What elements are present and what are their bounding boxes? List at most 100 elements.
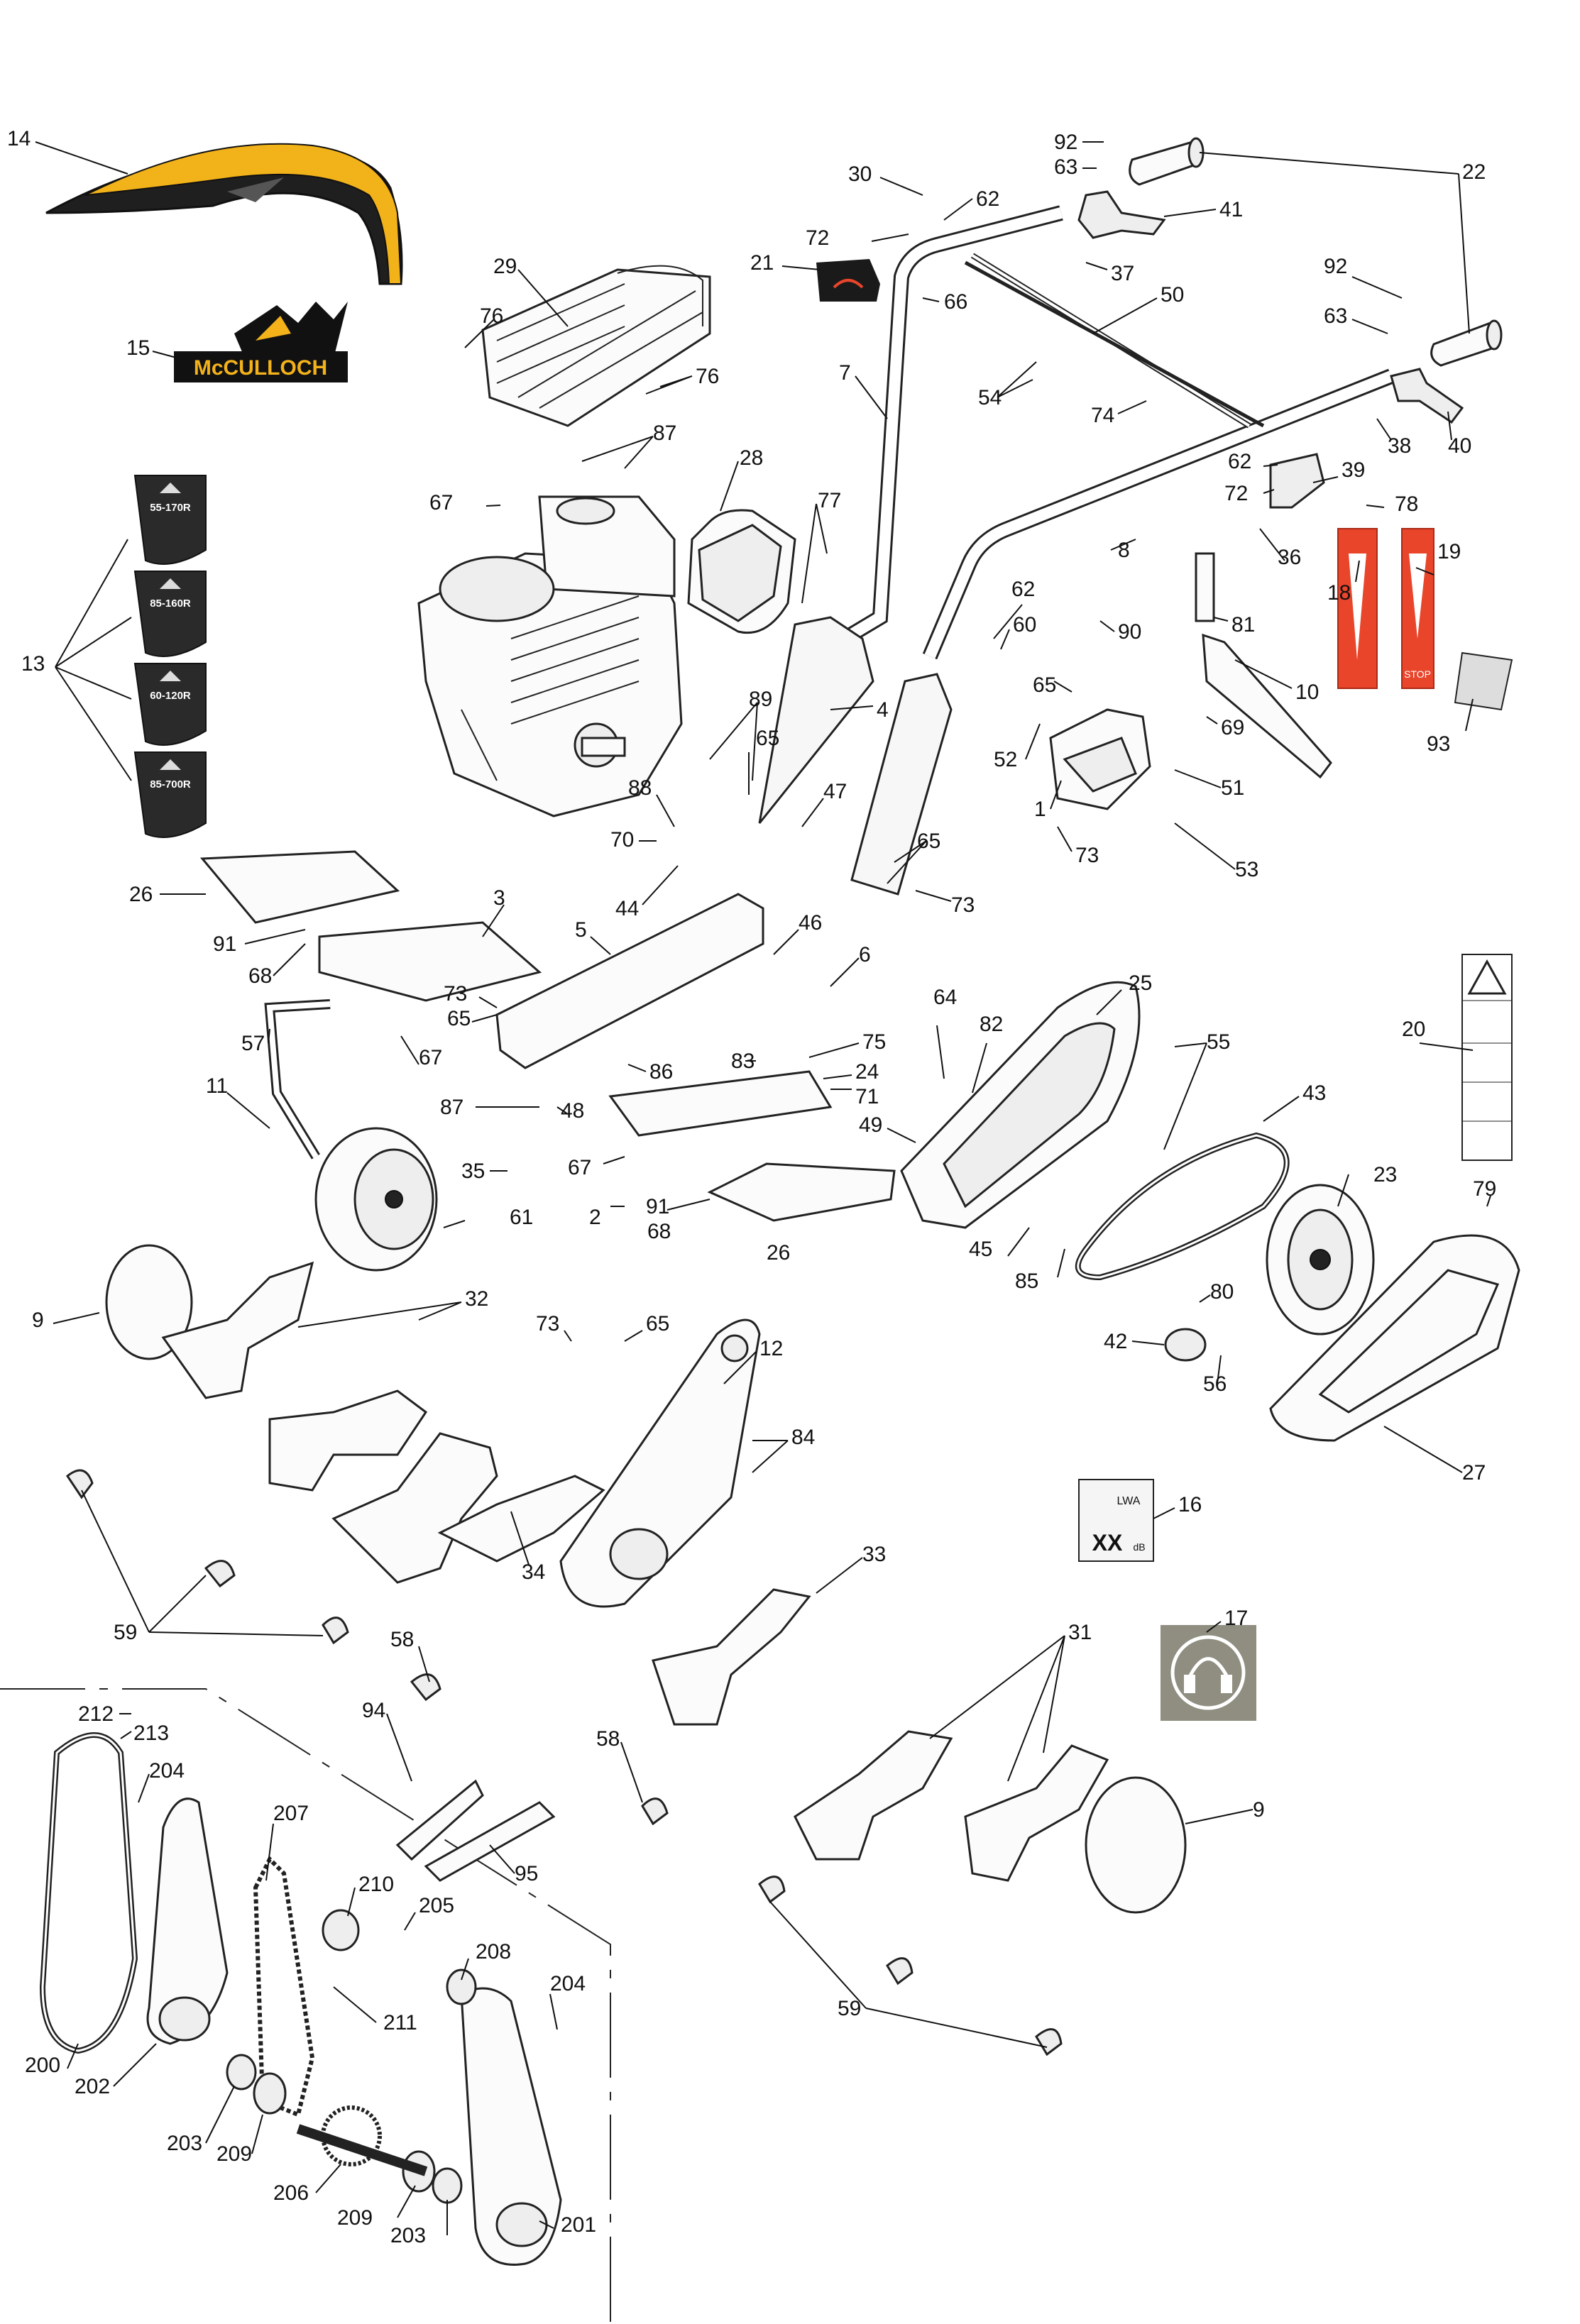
callout: 91	[646, 1195, 669, 1218]
callout: 203	[167, 2132, 202, 2155]
callout: 65	[1033, 673, 1056, 697]
levers	[1077, 190, 1464, 509]
callout: 48	[561, 1099, 584, 1123]
callout: 54	[978, 386, 1002, 409]
callout: 203	[390, 2224, 426, 2247]
callout: 3	[493, 886, 505, 910]
noise-lwa: LWA	[1117, 1495, 1141, 1507]
callout: 12	[759, 1337, 783, 1360]
callout: 92	[1324, 255, 1347, 278]
callout: 87	[653, 422, 676, 445]
callout: 62	[1228, 450, 1251, 473]
badge-3-text: 60-120R	[150, 690, 191, 702]
callout: 65	[447, 1007, 471, 1030]
bracket-part-94	[395, 1779, 484, 1861]
callout: 61	[510, 1206, 533, 1229]
callout: 19	[1437, 540, 1461, 563]
callout: 7	[839, 361, 851, 385]
callout: 34	[522, 1560, 545, 1584]
chassis	[199, 850, 896, 1222]
callout: 207	[273, 1802, 309, 1825]
fuel-tank-part-28	[687, 509, 796, 634]
callout: 26	[129, 883, 153, 906]
callout: 36	[1278, 546, 1301, 569]
control-rod-part-50	[964, 260, 1265, 428]
side-disc-part-9-left	[105, 1244, 193, 1360]
callout: 73	[1075, 844, 1099, 867]
callout: 202	[75, 2075, 110, 2098]
callout: 78	[1395, 492, 1418, 516]
logo-text: McCULLOCH	[194, 356, 327, 380]
noise-label-part-16: LWA XX dB	[1078, 1479, 1154, 1562]
callout: 31	[1068, 1621, 1092, 1644]
callout: 16	[1178, 1493, 1202, 1516]
callout: 21	[750, 251, 774, 275]
callout: 77	[818, 489, 841, 512]
callout: 15	[126, 336, 150, 360]
tank-cage-part-29	[481, 265, 711, 427]
noise-unit: dB	[1133, 1541, 1145, 1553]
callout: 206	[273, 2181, 309, 2205]
callout-labels: 14 15 13 29 76 76 87 67 28 77 89 65 88 7…	[7, 127, 1496, 2247]
callout: 88	[628, 776, 652, 800]
callout: 51	[1221, 776, 1244, 800]
decal-part-21	[816, 259, 880, 302]
callout: 6	[859, 943, 871, 967]
leader-lines	[35, 141, 1491, 2235]
callout: 17	[1224, 1607, 1248, 1630]
callout: 76	[696, 365, 719, 388]
callout: 89	[749, 688, 772, 711]
noise-value: XX	[1092, 1530, 1123, 1555]
callout: 29	[493, 255, 517, 278]
callout: 60	[1013, 613, 1036, 637]
callout: 90	[1118, 620, 1141, 644]
callout: 83	[731, 1050, 755, 1073]
callout: 69	[1221, 716, 1244, 739]
callout: 68	[248, 964, 272, 988]
callout: 86	[649, 1060, 673, 1084]
callout: 63	[1324, 304, 1347, 328]
callout: 62	[976, 187, 999, 211]
model-badges-part-13: 55-170R 85-160R 60-120R 85-700R	[133, 475, 207, 838]
callout: 43	[1302, 1081, 1326, 1105]
callout: 56	[1203, 1372, 1227, 1396]
callout: 27	[1462, 1461, 1486, 1485]
callout: 65	[756, 727, 779, 750]
callout: 79	[1473, 1177, 1496, 1201]
callout: 57	[241, 1032, 265, 1055]
callout: 52	[994, 748, 1017, 771]
callout: 204	[550, 1972, 586, 1995]
callout: 67	[419, 1046, 442, 1069]
callout: 30	[848, 163, 872, 186]
red-decals-parts-18-19: STOP	[1337, 528, 1434, 689]
bracket-part-95	[424, 1801, 556, 1882]
callout: 46	[799, 911, 822, 935]
callout: 35	[461, 1160, 485, 1183]
callout: 73	[444, 982, 467, 1006]
idler-part-42	[1164, 1328, 1207, 1362]
callout: 32	[465, 1287, 488, 1311]
badge-2-text: 85-160R	[150, 597, 191, 610]
callout: 23	[1373, 1163, 1397, 1186]
callout: 73	[951, 893, 975, 917]
callout: 22	[1462, 160, 1486, 184]
engine-assembly	[417, 495, 683, 817]
callout: 38	[1388, 434, 1411, 458]
callout: 26	[767, 1241, 790, 1265]
parts-artwork: McCULLOCH 55-170R 85-160R 60-120R 85-700…	[0, 137, 1520, 2324]
callout: 40	[1448, 434, 1471, 458]
callout: 2	[589, 1206, 601, 1229]
depth-bar	[1195, 552, 1332, 779]
callout: 18	[1327, 581, 1351, 605]
callout: 67	[429, 491, 453, 514]
hood-trim-part-14	[45, 143, 403, 285]
callout: 93	[1427, 732, 1450, 756]
callout: 209	[337, 2206, 373, 2230]
callout: 58	[390, 1628, 414, 1651]
callout: 41	[1219, 198, 1243, 221]
callout: 39	[1342, 458, 1365, 482]
callout: 10	[1295, 681, 1319, 704]
callout: 33	[862, 1543, 886, 1566]
callout: 49	[859, 1113, 882, 1137]
